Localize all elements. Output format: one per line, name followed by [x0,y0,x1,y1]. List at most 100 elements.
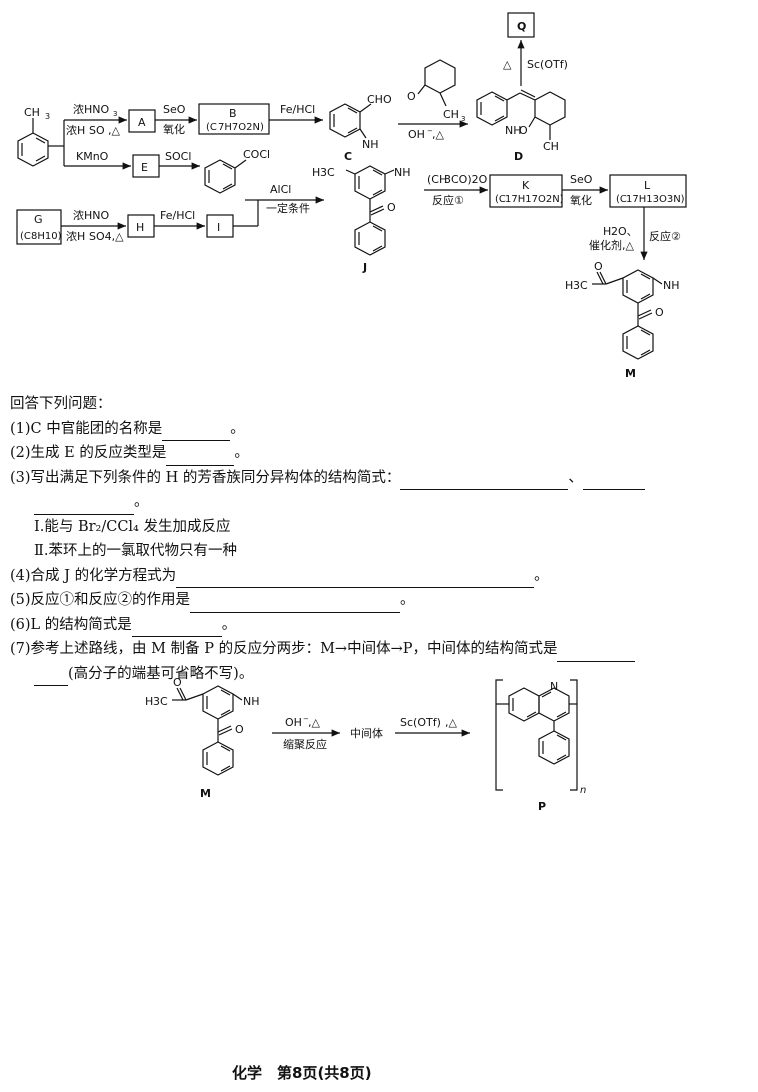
C-label: C [344,150,352,163]
r3-above: Fe/HCl [280,103,315,116]
arrow1-above-tail: ,△ [308,716,320,729]
P-n-atom: N [550,680,558,693]
question-3-condition-1: Ⅰ.能与 Br₂/CCl₄ 发生加成反应 [34,518,231,535]
answer-blank-3b[interactable] [582,473,645,490]
answer-blank-7a[interactable] [557,645,636,662]
rQ-left: △ [503,58,512,71]
svg-text:SO4,△: SO4,△ [89,230,124,243]
question-6-text: (6)L 的结构简式是 [10,616,132,633]
box-Q-label: Q [517,20,526,33]
answer-blank-1[interactable] [162,424,231,441]
svg-text:17H13O3N): 17H13O3N) [626,194,685,205]
answer-blank-7b[interactable] [34,669,68,686]
compound-C-structure: CHO NH C [329,93,392,163]
M-label: M [625,367,636,380]
yiding-label: 一定条件 [266,201,310,215]
box-B-formula: (C [206,122,217,133]
box-B [198,103,270,135]
svg-text:3: 3 [461,115,465,123]
compound-M-structure-top: O H 3C NH O M [565,260,680,380]
bottom-M-o1: O [173,676,182,689]
question-5: (5)反应①和反应②的作用是。 [10,588,750,613]
r1-below-heat: ,△ [108,124,120,137]
bottom-M-h3c: H [145,695,153,708]
rM-left2: 催化剂,△ [589,238,634,252]
ketone-o: O [407,90,416,103]
J-label: J [362,261,367,274]
box-L [609,174,687,208]
question-4: (4)合成 J 的化学方程式为。 [10,564,750,588]
q3-period: 。 [134,494,149,510]
bottom-M-nh2: NH [243,695,260,708]
C-cho-label: CHO [367,93,392,106]
r4-below-tail: ,△ [432,128,444,141]
svg-text:17H17O2N): 17H17O2N) [505,194,564,205]
question-7-text: (7)参考上述路线，由 M 制备 P 的反应分两步：M→中间体→P，中间体的结构… [10,641,558,657]
question-7-cont: (高分子的端基可省略不写)。 [10,662,750,686]
svg-text:3C: 3C [573,279,588,292]
question-7: (7)参考上述路线，由 M 制备 P 的反应分两步：M→中间体→P，中间体的结构… [10,637,750,662]
question-5-text: (5)反应①和反应②的作用是 [10,592,191,608]
question-2-text: (2)生成 E 的反应类型是 [10,445,167,461]
question-3-condition-2: Ⅱ.苯环上的一氯取代物只有一种 [34,543,237,559]
D-nh2-label: NH [505,124,522,137]
box-L-formula: (C [616,194,627,205]
box-K-name: K [522,179,530,192]
bottom-M-o2: O [235,723,244,736]
question-4-text: (4)合成 J 的化学方程式为 [10,567,177,584]
toluene-ch3-sub: 3 [45,112,50,121]
M-h3c-label: H [565,279,573,292]
D-ch3-label: CH [543,140,559,153]
bottom-M-label: M [200,787,211,800]
methylcyclohexanone-structure: O CH 3 [407,59,465,123]
box-A-label: A [138,116,146,129]
rL-above: SeO [570,173,593,186]
svg-text:8H10): 8H10) [31,231,62,242]
toluene-structure: CH 3 [17,106,50,167]
M-o1-label: O [594,260,603,273]
M-nh2-label: NH [663,279,680,292]
toluene-ch3-label: CH [24,106,40,119]
D-label: D [514,150,523,163]
arrow1-below: 缩聚反应 [283,737,327,751]
answer-blank-3a[interactable] [400,473,569,490]
rG-above: 浓HNO [73,209,109,222]
J-h3c-label: H [312,166,320,179]
q3-separator: 、 [568,469,583,486]
svg-text:2O、: 2O、 [611,225,638,238]
P-n-subscript: n [580,785,586,796]
benzoyl-chloride-structure: COCl [204,148,270,194]
answer-blank-3c[interactable] [34,498,134,515]
question-2: (2)生成 E 的反应类型是。 [10,441,750,466]
cocl-label: COCl [243,148,270,161]
q1-period: 。 [230,420,245,437]
r2-below: 氧化 [163,122,185,136]
question-7-tail: (高分子的端基可省略不写)。 [68,665,254,682]
r1-conditions-below: 浓H [66,124,85,137]
compound-J-structure: O H 3C NH J [312,165,411,274]
bottom-scheme: O H 3C NH O M OH − ,△ 缩聚反应 中间体 Sc(OTf) ,… [145,676,586,813]
answer-blank-6[interactable] [131,620,222,637]
r4-below: OH [408,128,425,141]
compound-D-structure: NH O CH D [476,89,566,163]
r1-conditions-above: 浓HNO [73,103,109,116]
questions-intro: 回答下列问题： [10,396,112,412]
box-G-formula: (C [20,231,31,242]
rK-below: 反应① [432,193,464,207]
box-K [489,174,563,208]
arrow2-above-tail: ,△ [445,716,457,729]
ketone-ch3: CH [443,108,459,121]
svg-text:3C: 3C [153,695,168,708]
answer-blank-5[interactable] [190,596,401,613]
answer-blank-4[interactable] [176,571,535,588]
question-3-cont: 。 [10,490,750,515]
svg-text:3CO)2O: 3CO)2O [444,173,488,186]
q6-period: 。 [221,616,237,633]
svg-text:−: − [303,715,309,723]
answer-blank-2[interactable] [166,449,235,466]
r1-below-tail: SO [89,124,105,137]
box-I-label: I [217,221,220,234]
rQ-right: Sc(OTf) [527,58,568,71]
page-footer: 化学 第8页(共8页) [232,1064,372,1082]
